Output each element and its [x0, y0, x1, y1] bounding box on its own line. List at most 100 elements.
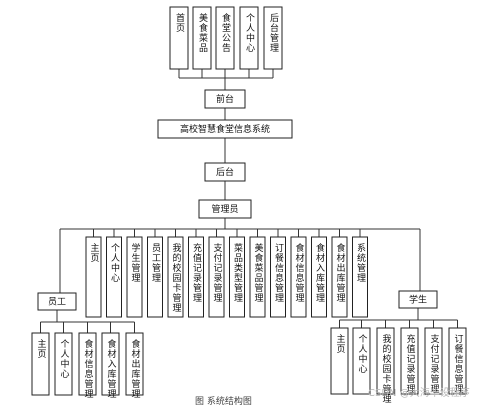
staff-module-5-frame [125, 332, 144, 396]
admin-module-3-label: 学生管理 [130, 242, 141, 283]
admin-module-14-frame [352, 236, 368, 318]
student-module-5-label: 支付记录管理 [429, 333, 440, 394]
admin-module-9-frame [249, 236, 266, 318]
staff-module-1-frame [31, 332, 50, 396]
frontend-module-3: 食堂公告 [215, 6, 235, 70]
system-title-node: 高校智慧食堂信息系统 [157, 119, 293, 139]
admin-module-1: 主页 [85, 236, 102, 318]
admin-module-1-label: 主页 [89, 242, 100, 263]
admin-module-9-label: 美食菜品管理 [253, 242, 264, 303]
frontend-node: 前台 [204, 89, 246, 109]
admin-module-13-frame [331, 236, 348, 318]
backend-node: 后台 [204, 162, 246, 182]
student-module-4-frame [400, 327, 419, 395]
admin-module-5-frame [167, 236, 184, 318]
student-module-1-frame [330, 327, 349, 395]
admin-module-11: 食材信息管理 [290, 236, 307, 318]
frontend-module-2: 美食菜品 [192, 6, 212, 70]
watermark: CSDN @大海毕设程序 [368, 386, 470, 399]
staff-module-4: 食材入库管理 [101, 332, 120, 399]
staff-module-2-label: 个人中心 [59, 339, 70, 379]
staff-module-5: 食材出库管理 [125, 332, 144, 399]
system-title-node-frame [157, 119, 293, 139]
admin-module-13-label: 食材出库管理 [335, 242, 346, 303]
frontend-module-5-label: 后台管理 [268, 13, 279, 53]
admin-node-frame [198, 199, 252, 219]
student-module-2: 个人中心 [352, 327, 371, 395]
module-boxes: 首页美食菜品食堂公告个人中心后台管理前台高校智慧食堂信息系统后台管理员主页个人中… [31, 6, 467, 404]
frontend-module-4: 个人中心 [239, 6, 259, 70]
admin-module-4-label: 员工管理 [150, 243, 161, 283]
student-module-3: 我的校园卡管理 [376, 327, 395, 404]
staff-module-3-frame [78, 332, 97, 396]
student-module-4: 充值记录管理 [400, 327, 419, 395]
admin-module-14-label: 系统管理 [355, 243, 366, 283]
admin-module-11-frame [290, 236, 307, 318]
staff-module-4-label: 食材入库管理 [106, 338, 117, 399]
student-module-3-frame [376, 327, 395, 395]
staff-module-2-frame [54, 332, 73, 396]
staff-module-2: 个人中心 [54, 332, 73, 396]
admin-module-7-label: 支付记录管理 [212, 242, 223, 303]
admin-module-10-frame [270, 236, 286, 318]
frontend-module-1-label: 首页 [174, 12, 185, 33]
frontend-node-label: 前台 [216, 93, 234, 105]
admin-node-label: 管理员 [211, 203, 238, 215]
admin-module-14: 系统管理 [352, 236, 368, 318]
admin-module-5-label: 我的校园卡管理 [171, 243, 182, 313]
backend-node-label: 后台 [216, 166, 234, 178]
staff-module-1: 主页 [31, 332, 50, 396]
staff-node-label: 员工 [48, 297, 66, 308]
frontend-module-4-frame [239, 6, 259, 70]
frontend-module-2-frame [192, 6, 212, 70]
backend-node-frame [204, 162, 246, 182]
student-module-1-label: 主页 [335, 333, 346, 354]
student-node-label: 学生 [409, 294, 427, 306]
admin-module-3-frame [126, 236, 143, 318]
student-module-5: 支付记录管理 [424, 327, 443, 395]
student-module-6: 订餐信息管理 [448, 327, 467, 395]
frontend-module-1: 首页 [169, 6, 189, 70]
staff-node-frame [37, 292, 77, 311]
frontend-module-1-frame [169, 6, 189, 70]
staff-module-3: 食材信息管理 [78, 332, 97, 399]
admin-module-9: 美食菜品管理 [249, 236, 266, 318]
admin-module-8-frame [229, 236, 245, 318]
admin-module-8-label: 菜品类型管理 [232, 242, 243, 303]
admin-node: 管理员 [198, 199, 252, 219]
student-module-1: 主页 [330, 327, 349, 395]
admin-module-12-label: 食材入库管理 [314, 242, 325, 303]
frontend-module-4-label: 个人中心 [244, 13, 255, 53]
admin-module-4: 员工管理 [147, 236, 163, 318]
frontend-module-2-label: 美食菜品 [197, 12, 208, 53]
admin-module-12: 食材入库管理 [311, 236, 327, 318]
admin-module-2-frame [106, 236, 122, 318]
student-module-2-label: 个人中心 [357, 334, 368, 374]
frontend-module-5: 后台管理 [263, 6, 283, 70]
admin-module-10-label: 订餐信息管理 [273, 243, 284, 303]
student-node: 学生 [398, 290, 438, 309]
staff-module-3-label: 食材信息管理 [83, 338, 94, 399]
student-module-4-label: 充值记录管理 [405, 333, 416, 394]
staff-module-4-frame [101, 332, 120, 396]
admin-module-4-frame [147, 236, 163, 318]
system-title-node-label: 高校智慧食堂信息系统 [180, 123, 270, 135]
admin-module-3: 学生管理 [126, 236, 143, 318]
admin-module-6-frame [188, 236, 204, 318]
frontend-module-3-label: 食堂公告 [220, 12, 231, 53]
admin-module-7: 支付记录管理 [208, 236, 225, 318]
admin-module-2: 个人中心 [106, 236, 122, 318]
admin-module-13: 食材出库管理 [331, 236, 348, 318]
admin-module-10: 订餐信息管理 [270, 236, 286, 318]
student-module-6-frame [448, 327, 467, 395]
staff-node: 员工 [37, 292, 77, 311]
admin-module-8: 菜品类型管理 [229, 236, 245, 318]
frontend-module-3-frame [215, 6, 235, 70]
frontend-module-5-frame [263, 6, 283, 70]
staff-module-1-label: 主页 [36, 338, 47, 359]
admin-module-11-label: 食材信息管理 [294, 242, 305, 303]
admin-module-5: 我的校园卡管理 [167, 236, 184, 318]
admin-module-6: 充值记录管理 [188, 236, 204, 318]
figure-caption: 图 系统结构图 [195, 395, 252, 406]
